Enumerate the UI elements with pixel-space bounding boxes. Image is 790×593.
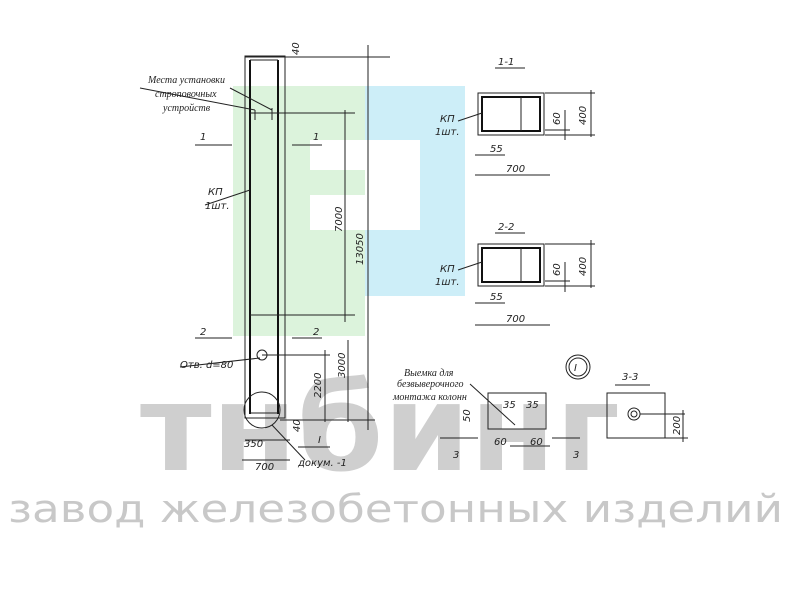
- rebar-label: КП: [208, 187, 223, 198]
- dim-half-width: 350: [244, 439, 263, 450]
- section-1-1-dim-height: 400: [578, 106, 589, 125]
- section-mark-1-right: 1: [313, 132, 319, 143]
- dim-lower: 3000: [337, 353, 348, 378]
- section-3-3-dim: 200: [672, 416, 683, 435]
- detail-dim-depth: 50: [462, 409, 473, 422]
- detail-ref: I: [318, 435, 321, 446]
- detail-dim-60-left: 60: [494, 437, 507, 448]
- section-2-2-title: 2-2: [498, 222, 514, 233]
- detail-note-line-2: безвыверочного: [397, 379, 464, 390]
- section-1-1-rebar-count: 1шт.: [435, 127, 460, 138]
- section-3-3-title: 3-3: [622, 372, 638, 383]
- section-2-2-dim-height: 400: [578, 257, 589, 276]
- section-mark-3-right: 3: [573, 450, 579, 461]
- dim-width: 700: [255, 462, 274, 473]
- section-2-2-rebar-count: 1шт.: [435, 277, 460, 288]
- section-1-1-rebar-label: КП: [440, 114, 455, 125]
- watermark-logo: [233, 86, 465, 336]
- dim-total: 13050: [355, 233, 366, 265]
- section-3-3: [606, 384, 688, 442]
- section-2-2: [457, 232, 595, 326]
- detail-dim-35-right: 35: [526, 400, 539, 411]
- section-mark-2-right: 2: [313, 327, 319, 338]
- detail-note-line-1: Выемка для: [404, 368, 454, 379]
- detail-i: [440, 354, 591, 447]
- section-2-2-dim-width: 700: [506, 314, 525, 325]
- section-1-1-title: 1-1: [498, 57, 514, 68]
- section-2-2-dim-offset: 55: [490, 292, 503, 303]
- lifting-note-line-3: устройств: [162, 103, 211, 114]
- column-elevation: [139, 45, 390, 461]
- watermark-logo-text: тнбинг: [140, 360, 620, 499]
- section-mark-2-left: 2: [200, 327, 206, 338]
- section-2-2-dim-cover: 60: [552, 263, 563, 276]
- detail-dim-60-right: 60: [530, 437, 543, 448]
- lifting-note-line-1: Места установки: [147, 75, 225, 86]
- rebar-count: 1шт.: [205, 201, 230, 212]
- dim-top: 40: [291, 42, 302, 55]
- detail-note-line-3: монтажа колонн: [392, 392, 467, 403]
- section-2-2-rebar-label: КП: [440, 264, 455, 275]
- watermark-tagline: завод железобетонных изделий: [8, 487, 783, 531]
- section-1-1-dim-cover: 60: [552, 112, 563, 125]
- lifting-note-line-2: строповочных: [155, 89, 217, 100]
- dim-upper: 7000: [334, 207, 345, 232]
- section-mark-1-left: 1: [200, 132, 206, 143]
- dim-bottom: 40: [292, 419, 303, 432]
- detail-dim-35-left: 35: [503, 400, 516, 411]
- section-1-1: [457, 67, 595, 176]
- hole-label: Отв. d=80: [180, 360, 233, 371]
- section-mark-3-left: 3: [453, 450, 459, 461]
- detail-doc-label: докум. -1: [297, 458, 347, 469]
- detail-i-marker: I: [574, 363, 577, 374]
- section-1-1-dim-offset: 55: [490, 144, 503, 155]
- dim-hole: 2200: [313, 373, 324, 398]
- section-1-1-dim-width: 700: [506, 164, 525, 175]
